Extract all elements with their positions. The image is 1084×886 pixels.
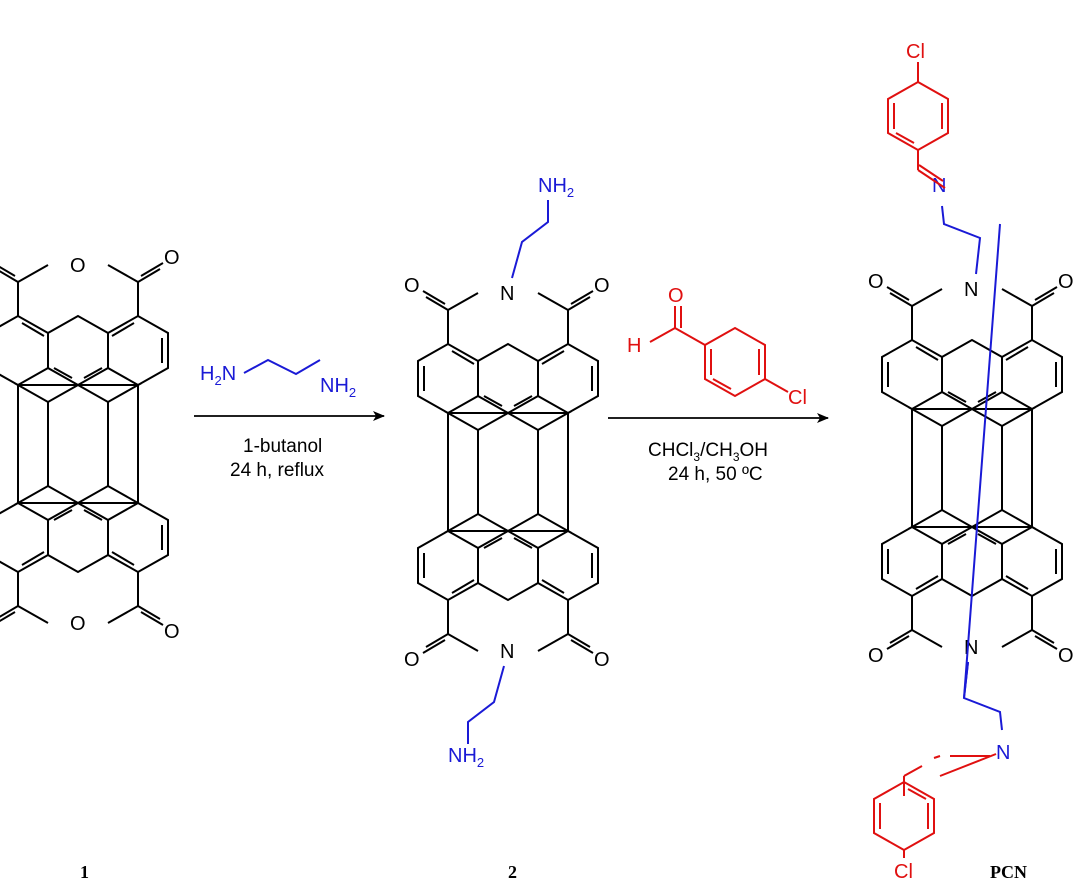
condition-time: 24 h, reflux — [230, 460, 324, 481]
reagent-nh2: NH2 — [320, 375, 356, 400]
compound-1-structure: O O O O O O — [0, 247, 180, 643]
reagent-h2n: H2N — [200, 363, 236, 388]
label-compound-2: 2 — [508, 862, 517, 882]
condition-solvent-2: CHCl3/CH3OH — [648, 440, 768, 464]
atom-n-bottom: N — [500, 641, 514, 663]
reaction-arrow-1: H2N NH2 1-butanol 24 h, reflux — [194, 358, 385, 481]
atom-o-top: O — [70, 255, 86, 277]
atom-o-tr: O — [1058, 271, 1074, 293]
atom-o-tl: O — [868, 271, 884, 293]
atom-o-bl: O — [868, 645, 884, 667]
label-product: PCN — [990, 862, 1027, 882]
reaction-arrow-2: O H Cl CHCl3/CH3OH 24 h, 50 ºC — [608, 285, 829, 485]
aldehyde-cl: Cl — [788, 387, 807, 409]
atom-o-tr: O — [594, 275, 610, 297]
condition-time-2: 24 h, 50 ºC — [668, 464, 763, 485]
aldehyde-o: O — [668, 285, 684, 307]
atom-o-br: O — [594, 649, 610, 671]
amine-bottom: NH2 — [448, 745, 484, 770]
product-top-aryl: Cl — [887, 41, 949, 189]
aldehyde-h: H — [627, 335, 641, 357]
atom-o-bottom: O — [70, 613, 86, 635]
label-compound-1: 1 — [80, 862, 89, 882]
atom-o-br: O — [164, 621, 180, 643]
chloro-top: Cl — [906, 41, 925, 63]
atom-n-top: N — [964, 279, 978, 301]
product-bottom-aryl-ring: Cl — [873, 755, 941, 883]
atom-o-bl: O — [404, 649, 420, 671]
atom-o-br: O — [1058, 645, 1074, 667]
compound-2-structure: N N O O O O NH2 NH2 — [404, 175, 610, 770]
atom-o-tl: O — [404, 275, 420, 297]
atom-n-bottom: N — [964, 637, 978, 659]
product-pcn-structure: N N O O O O N N — [868, 175, 1074, 764]
atom-n-top: N — [500, 283, 514, 305]
product-bottom-aryl — [939, 753, 997, 777]
amine-top: NH2 — [538, 175, 574, 200]
imine-n-bottom: N — [996, 742, 1010, 764]
condition-solvent: 1-butanol — [243, 436, 322, 457]
atom-o-tr: O — [164, 247, 180, 269]
chloro-bottom: Cl — [894, 861, 913, 883]
